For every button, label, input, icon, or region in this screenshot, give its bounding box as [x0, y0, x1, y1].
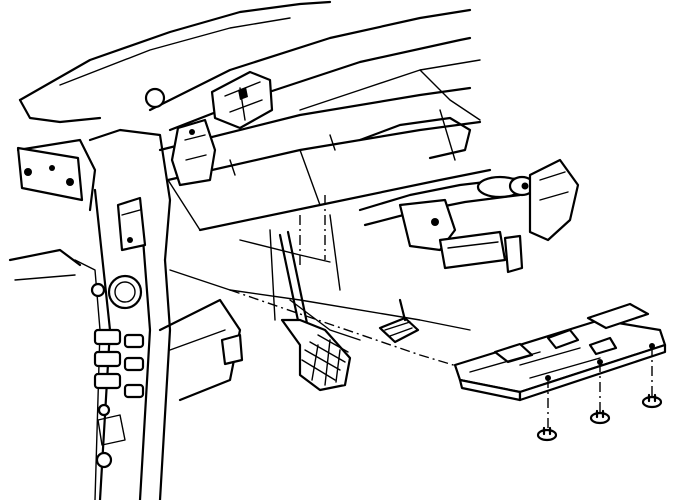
brake-pedal — [278, 230, 352, 392]
pillar-holes — [90, 274, 143, 469]
column-mount-bracket — [528, 158, 580, 242]
a-pillar — [8, 128, 172, 500]
fastener-middle — [589, 409, 611, 425]
steering-column — [358, 158, 580, 274]
pillar-upper-bracket — [116, 196, 147, 252]
knee-bolster-plate — [453, 302, 667, 402]
fastener-lines — [547, 346, 653, 428]
kick-panel — [158, 298, 244, 402]
upper-bracket — [210, 70, 274, 130]
cross-car-beam — [158, 86, 492, 232]
pillar-slots — [93, 328, 145, 446]
pillar-bracket — [16, 146, 84, 202]
assembly-centerline — [229, 289, 471, 371]
fastener-left — [536, 426, 558, 442]
hinge-bracket — [170, 118, 217, 187]
cowl-hole — [144, 87, 166, 109]
fastener-right — [641, 393, 663, 409]
accelerator-pedal — [378, 298, 420, 344]
